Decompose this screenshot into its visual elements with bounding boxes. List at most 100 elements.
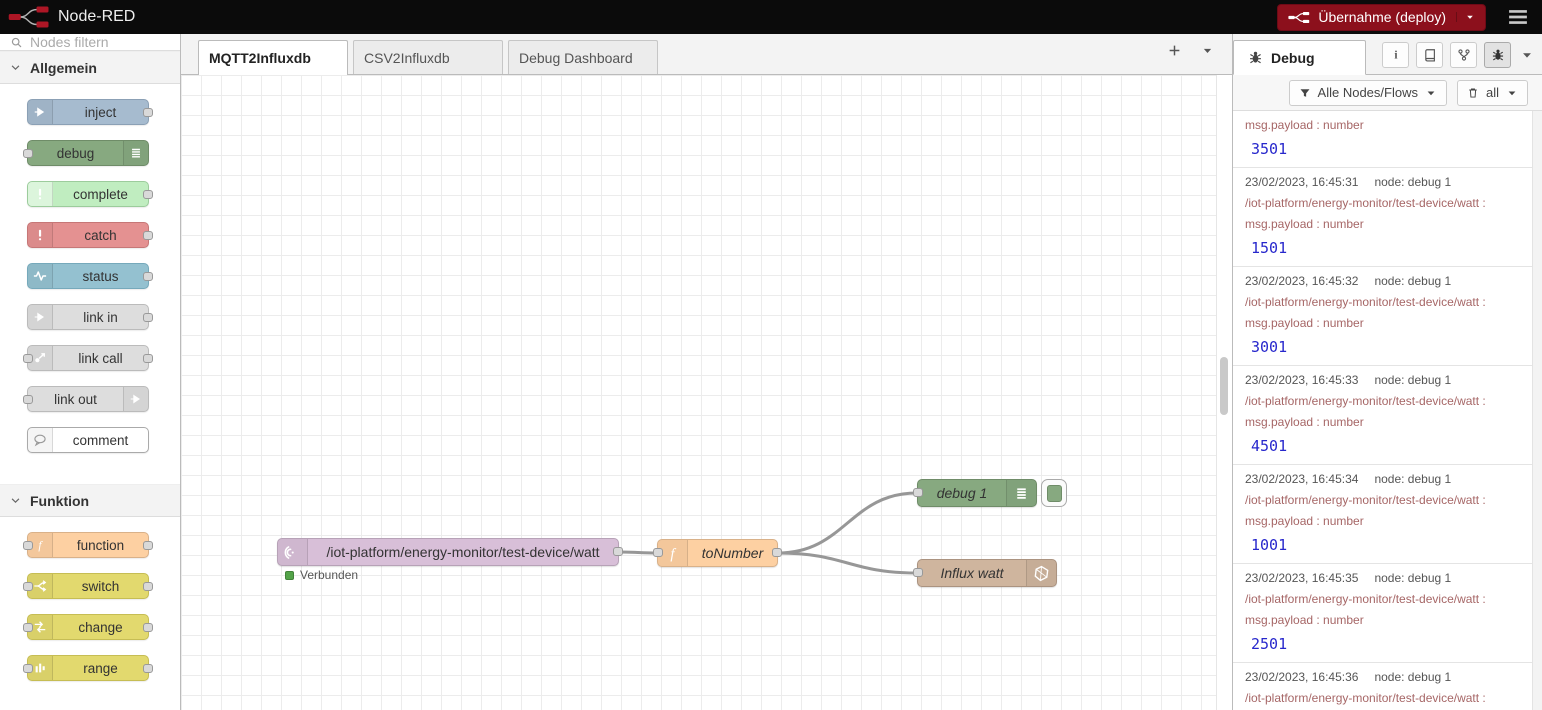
output-port[interactable] xyxy=(143,354,153,363)
palette-node-change[interactable]: change xyxy=(23,614,153,640)
mqtt-in-node[interactable]: /iot-platform/energy-monitor/test-device… xyxy=(277,538,623,566)
function-node[interactable]: f toNumber xyxy=(653,539,782,567)
palette-node-catch[interactable]: catch xyxy=(27,222,153,248)
canvas-scrollbar-thumb[interactable] xyxy=(1220,357,1228,415)
palette-node-comment[interactable]: comment xyxy=(27,427,149,453)
flow-tab-MQTT2Influxdb[interactable]: MQTT2Influxdb xyxy=(198,40,348,75)
palette-node-function[interactable]: f function xyxy=(23,532,153,558)
output-port[interactable] xyxy=(143,108,153,117)
deploy-caret-icon[interactable] xyxy=(1456,12,1475,22)
flow-canvas[interactable]: /iot-platform/energy-monitor/test-device… xyxy=(181,75,1232,710)
palette-node-label: link in xyxy=(83,309,118,325)
bug-icon xyxy=(1248,50,1263,65)
deploy-label: Übernahme (deploy) xyxy=(1318,9,1446,25)
caret-down-icon xyxy=(1506,87,1518,99)
palette-search xyxy=(0,34,180,51)
flow-tab-CSV2Influxdb[interactable]: CSV2Influxdb xyxy=(353,40,503,74)
debug-clear-button[interactable]: all xyxy=(1456,79,1528,106)
input-port[interactable] xyxy=(23,541,33,550)
input-port[interactable] xyxy=(23,395,33,404)
flow-tabbar: MQTT2Influxdb CSV2Influxdb Debug Dashboard xyxy=(181,34,1232,75)
messages-scrollbar[interactable] xyxy=(1532,111,1542,710)
git-branch-icon xyxy=(1457,48,1471,62)
debug-filter-button[interactable]: Alle Nodes/Flows xyxy=(1288,79,1447,106)
palette-node-link-in[interactable]: link in xyxy=(27,304,153,330)
input-port[interactable] xyxy=(913,568,923,577)
message-source-node: node: debug 1 xyxy=(1374,274,1452,288)
add-flow-button[interactable] xyxy=(1168,44,1181,57)
input-port[interactable] xyxy=(23,354,33,363)
palette-category-allgemein[interactable]: Allgemein xyxy=(0,51,180,84)
output-port[interactable] xyxy=(613,547,623,556)
message-value[interactable]: 1501 xyxy=(1251,239,1288,257)
message-topic: /iot-platform/energy-monitor/test-device… xyxy=(1245,394,1486,408)
output-port[interactable] xyxy=(143,541,153,550)
caret-down-icon xyxy=(1520,48,1534,62)
palette-node-link-call[interactable]: link call xyxy=(23,345,153,371)
message-source-node: node: debug 1 xyxy=(1374,670,1452,684)
input-port[interactable] xyxy=(23,149,33,158)
sidebar-tool-git-branch[interactable] xyxy=(1450,42,1477,68)
input-port[interactable] xyxy=(23,623,33,632)
output-port[interactable] xyxy=(143,313,153,322)
palette-search-input[interactable] xyxy=(30,34,160,50)
output-port[interactable] xyxy=(143,623,153,632)
palette-node-link-out[interactable]: link out xyxy=(23,386,149,412)
message-value[interactable]: 1001 xyxy=(1251,536,1288,554)
palette-node-complete[interactable]: complete xyxy=(27,181,153,207)
message-timestamp: 23/02/2023, 16:45:31 xyxy=(1245,175,1359,189)
wire[interactable] xyxy=(617,550,659,555)
function-f-icon: f xyxy=(658,540,688,566)
palette-node-debug[interactable]: debug xyxy=(23,140,149,166)
input-port[interactable] xyxy=(653,548,663,557)
debug-message: 23/02/2023, 16:45:32 node: debug 1/iot-pl… xyxy=(1233,267,1532,366)
palette-node-range[interactable]: range xyxy=(23,655,153,681)
debug-enable-toggle[interactable] xyxy=(1041,479,1067,507)
message-topic: /iot-platform/energy-monitor/test-device… xyxy=(1245,295,1486,309)
palette-node-inject[interactable]: inject xyxy=(27,99,153,125)
flow-tab-label: CSV2Influxdb xyxy=(364,49,450,66)
message-value[interactable]: 3001 xyxy=(1251,338,1288,356)
sidebar-tool-caret-down[interactable] xyxy=(1518,42,1536,68)
message-value[interactable]: 3501 xyxy=(1251,140,1288,158)
wire[interactable] xyxy=(776,491,919,555)
canvas-scrollbar[interactable] xyxy=(1216,75,1232,710)
flow-tab-Debug-Dashboard[interactable]: Debug Dashboard xyxy=(508,40,658,74)
sidebar-tool-book[interactable] xyxy=(1416,42,1443,68)
message-value[interactable]: 4501 xyxy=(1251,437,1288,455)
output-port[interactable] xyxy=(772,548,782,557)
main-menu-button[interactable] xyxy=(1508,9,1528,25)
message-timestamp: 23/02/2023, 16:45:36 xyxy=(1245,670,1359,684)
message-source-node: node: debug 1 xyxy=(1374,175,1452,189)
input-port[interactable] xyxy=(913,488,923,497)
svg-text:f: f xyxy=(38,540,43,552)
output-port[interactable] xyxy=(143,272,153,281)
output-port[interactable] xyxy=(143,190,153,199)
debug-node[interactable]: debug 1 xyxy=(913,479,1037,507)
deploy-button[interactable]: Übernahme (deploy) xyxy=(1277,3,1486,31)
debug-toggle-state xyxy=(1046,484,1062,502)
message-value[interactable]: 2501 xyxy=(1251,635,1288,653)
output-port[interactable] xyxy=(143,231,153,240)
palette-node-status[interactable]: status xyxy=(27,263,153,289)
comment-bubble-icon xyxy=(28,428,53,452)
sidebar-tool-info[interactable]: i xyxy=(1382,42,1409,68)
deploy-icon xyxy=(1288,10,1310,25)
node-palette: Allgemein inject debug complete catch status l… xyxy=(0,34,181,710)
tab-debug[interactable]: Debug xyxy=(1233,40,1366,75)
funnel-icon xyxy=(1299,87,1311,99)
palette-category-funktion[interactable]: Funktion xyxy=(0,484,180,517)
debug-clear-label: all xyxy=(1485,85,1499,100)
wire[interactable] xyxy=(776,551,919,575)
flow-list-caret-icon[interactable] xyxy=(1201,44,1214,57)
sidebar-tool-bug[interactable] xyxy=(1484,42,1511,68)
palette-node-label: function xyxy=(76,537,125,553)
output-port[interactable] xyxy=(143,582,153,591)
message-timestamp: 23/02/2023, 16:45:32 xyxy=(1245,274,1359,288)
input-port[interactable] xyxy=(23,582,33,591)
output-port[interactable] xyxy=(143,664,153,673)
input-port[interactable] xyxy=(23,664,33,673)
palette-node-switch[interactable]: switch xyxy=(23,573,153,599)
influxdb-out-node[interactable]: Influx watt xyxy=(913,559,1057,587)
